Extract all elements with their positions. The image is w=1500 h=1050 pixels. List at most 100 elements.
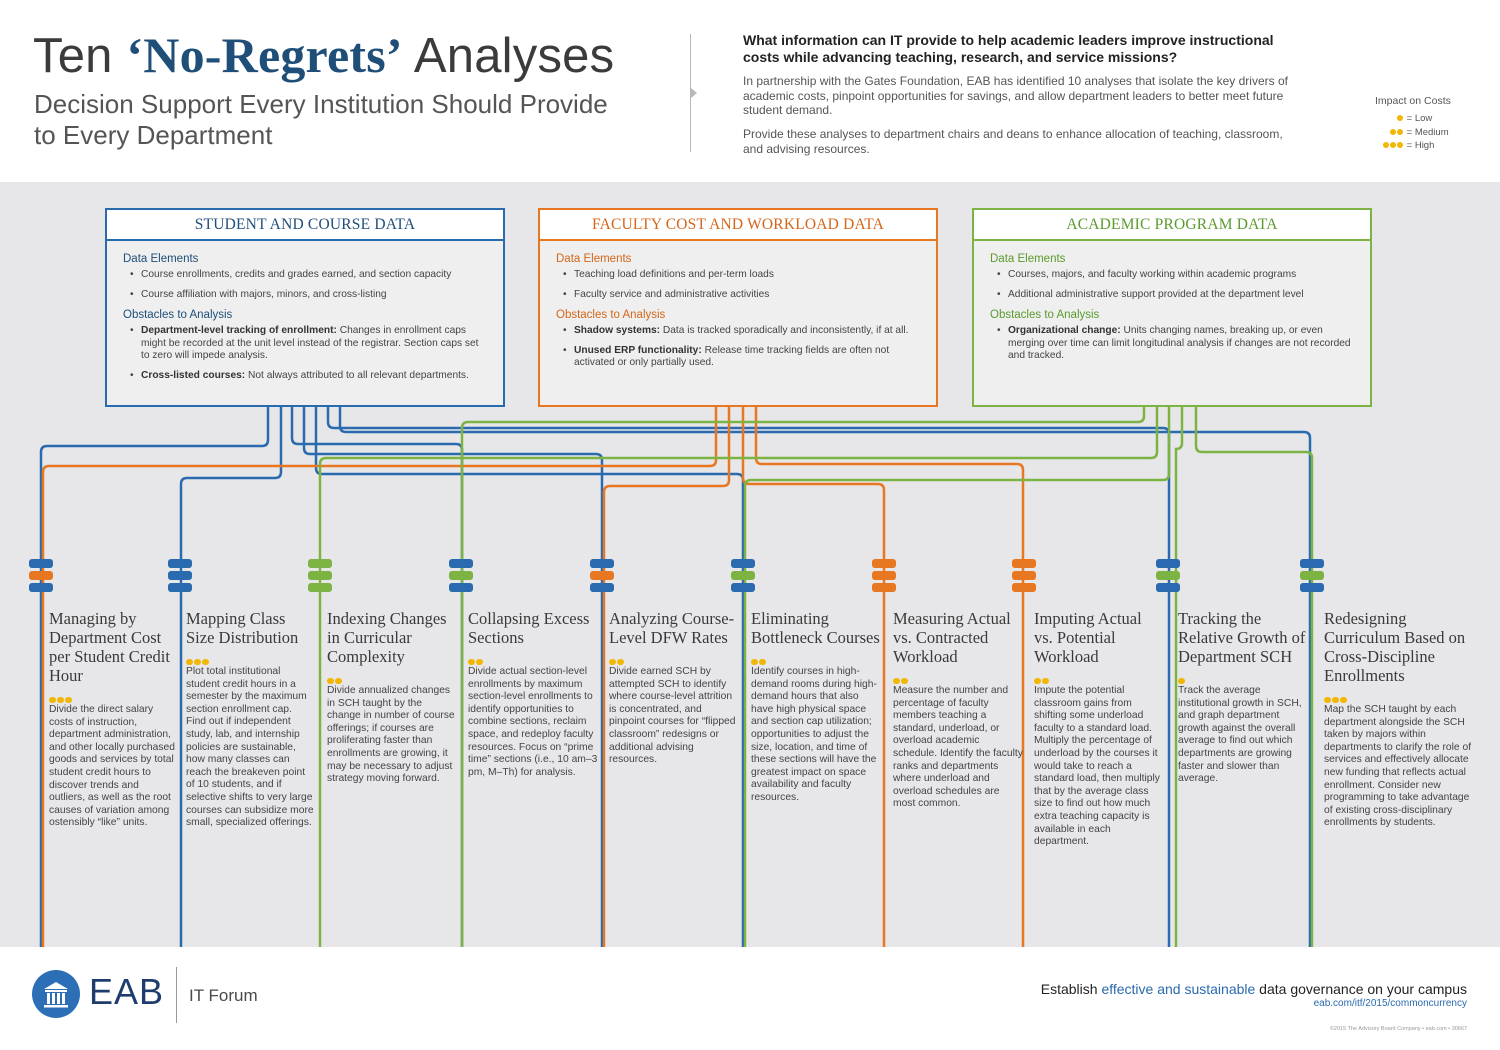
obstacles-heading: Obstacles to Analysis [990,309,1100,322]
intro-paragraph-1: In partnership with the Gates Foundation… [743,74,1288,117]
impact-rating [1034,671,1164,684]
database-icon [590,559,614,593]
data-element-item: Course enrollments, credits and grades e… [123,269,489,282]
analysis-card: Redesigning Curriculum Based on Cross-Di… [1324,609,1474,830]
data-elements-heading: Data Elements [123,253,199,265]
database-layer [872,571,896,580]
analysis-card: Indexing Changes in Curricular Complexit… [327,609,455,786]
impact-dot-icon [57,696,64,703]
analysis-title: Eliminating Bottleneck Courses [751,609,880,647]
database-layer [872,583,896,592]
database-layer [168,559,192,568]
impact-dot-icon [1340,696,1347,703]
obstacle-label: Shadow systems: [574,325,661,337]
impact-dot-icon [476,658,483,665]
category-title: FACULTY COST AND WORKLOAD DATA [540,210,936,241]
impact-rating [609,652,739,665]
footer-copyright: ©2015 The Advisory Board Company • eab.c… [1329,1026,1467,1032]
analysis-description: Identify courses in high-demand rooms du… [751,666,877,803]
impact-dot-icon [1390,128,1396,135]
analysis-title: Indexing Changes in Curricular Complexit… [327,609,447,666]
forum-label: IT Forum [189,986,258,1005]
impact-rating [49,690,177,703]
analysis-title: Analyzing Course-Level DFW Rates [609,609,735,647]
database-layer [168,583,192,592]
impact-rating [1178,671,1312,684]
impact-dot-icon [202,658,209,665]
category-student-course-data: STUDENT AND COURSE DATA Data Elements Co… [105,208,505,407]
connector-line [602,407,731,947]
analysis-title: Tracking the Relative Growth of Departme… [1178,609,1306,666]
impact-dot-icon [1042,677,1049,684]
legend-row-medium: = Medium [1375,126,1485,140]
analysis-description: Map the SCH taught by each department al… [1324,704,1472,829]
obstacle-label: Cross-listed courses: [141,369,246,381]
impact-dot-icon [1383,142,1389,148]
tagline-highlight: effective and sustainable [1101,981,1256,997]
database-layer [449,559,473,568]
header-divider [690,34,691,152]
obstacles-heading: Obstacles to Analysis [556,309,666,322]
obstacle-label: Unused ERP functionality: [574,344,702,356]
impact-dot-icon [194,658,201,665]
connector-line [754,407,1025,947]
impact-rating [186,652,314,665]
impact-dot-icon [186,658,193,665]
database-layer [1300,583,1324,592]
database-layer [29,571,53,580]
connector-line [318,407,1159,947]
impact-dot-icon [468,658,475,665]
impact-rating [468,652,598,665]
impact-dot-icon [1397,142,1403,148]
database-icon [308,559,332,593]
impact-dot-icon [609,658,616,665]
footer-url-link[interactable]: eab.com/itf/2015/commoncurrency [1313,998,1467,1009]
obstacle-item: Organizational change: Units changing na… [990,325,1356,363]
legend-title: Impact on Costs [1375,95,1451,107]
impact-rating [893,671,1023,684]
obstacles-heading: Obstacles to Analysis [123,309,233,322]
tagline-suffix: data governance on your campus [1255,981,1467,997]
title-suffix: Analyses [402,29,615,83]
database-icon [29,559,53,593]
database-icon [1012,559,1036,593]
obstacle-text: Release time tracking fields are often n… [574,344,890,369]
database-layer [29,559,53,568]
impact-dot-icon [65,696,72,703]
database-layer [1300,571,1324,580]
database-icon [1300,559,1324,593]
legend-medium-label: = Medium [1406,126,1449,138]
database-layer [1012,571,1036,580]
obstacle-item: Department-level tracking of enrollment:… [123,325,489,363]
impact-rating [751,652,881,665]
connector-line [743,407,1171,947]
database-layer [449,571,473,580]
intro-question: What information can IT provide to help … [743,32,1274,65]
database-layer [308,583,332,592]
database-layer [1012,583,1036,592]
analysis-description: Divide annualized changes in SCH taught … [327,685,455,785]
data-element-item: Courses, majors, and faculty working wit… [990,269,1356,282]
legend-row-high: = High [1375,139,1485,153]
category-faculty-cost-workload-data: FACULTY COST AND WORKLOAD DATA Data Elem… [538,208,938,407]
database-layer [590,571,614,580]
analysis-title: Measuring Actual vs. Contracted Workload [893,609,1011,666]
impact-dot-icon [617,658,624,665]
analysis-description: Impute the potential classroom gains fro… [1034,685,1160,848]
analysis-title: Managing by Department Cost per Student … [49,609,170,685]
eab-logo-icon [32,970,80,1018]
obstacle-item: Cross-listed courses: Not always attribu… [123,370,489,383]
data-element-item: Additional administrative support provid… [990,289,1356,302]
analysis-description: Divide earned SCH by attempted SCH to id… [609,666,736,766]
analysis-card: Tracking the Relative Growth of Departme… [1178,609,1312,786]
impact-rating [327,671,455,684]
database-layer [308,559,332,568]
impact-dot-icon [1034,677,1041,684]
obstacle-item: Shadow systems: Data is tracked sporadic… [556,325,922,338]
impact-dot-icon [1397,128,1403,135]
connector-line [39,407,270,947]
